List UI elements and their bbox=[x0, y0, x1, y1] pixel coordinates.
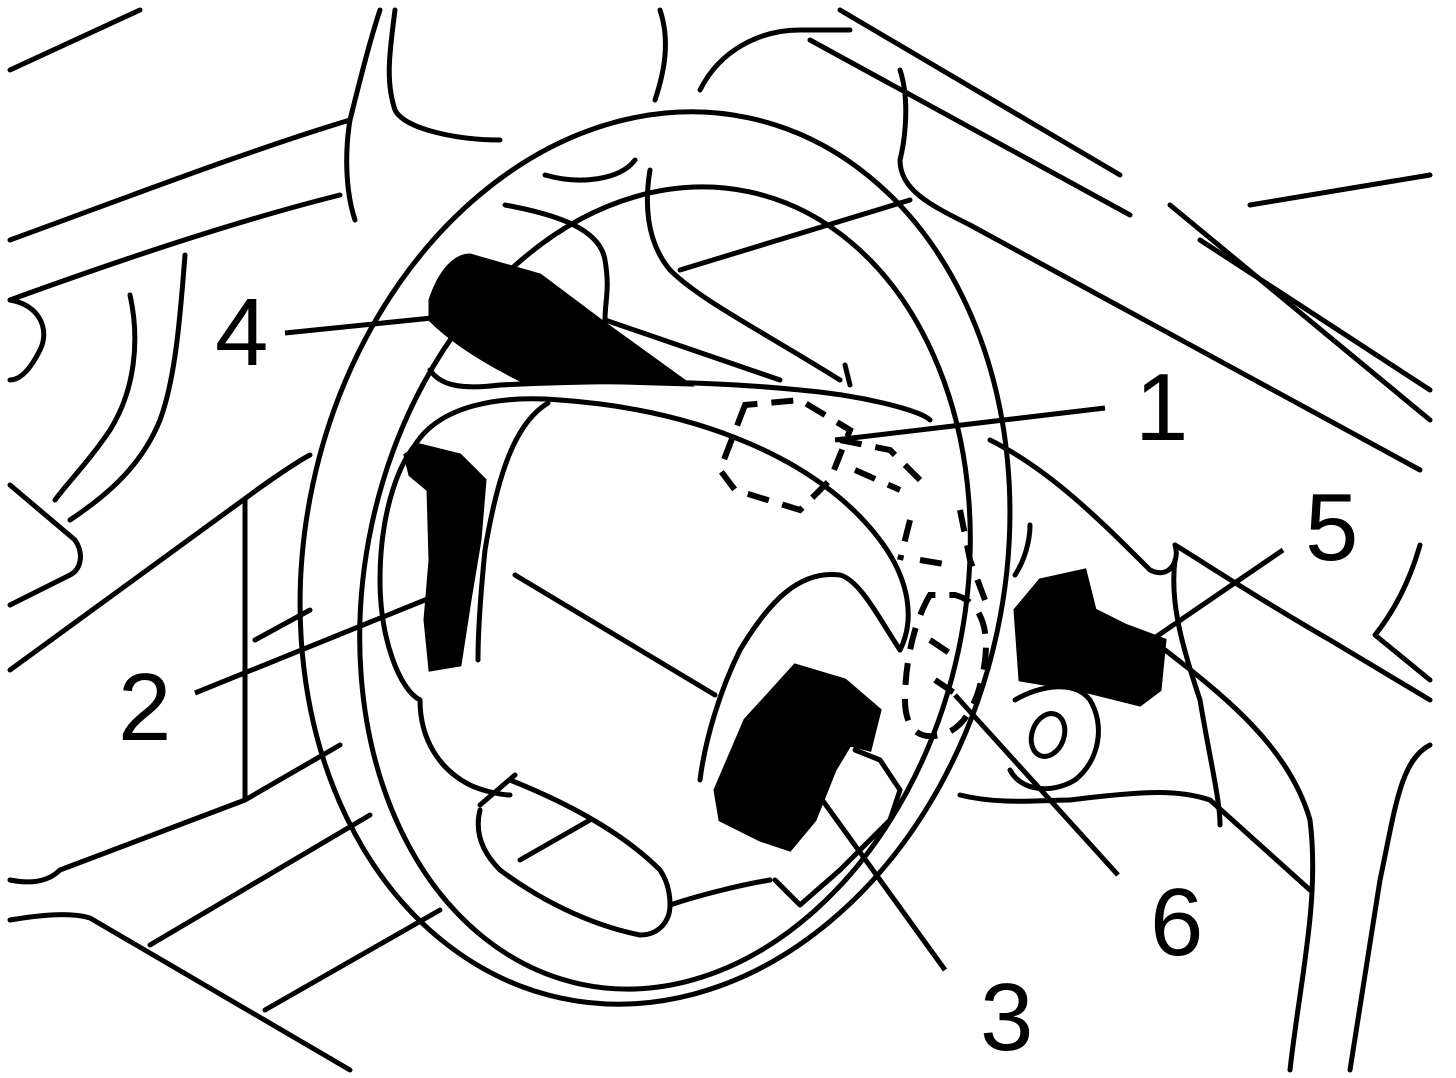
hidden-component-6 bbox=[901, 592, 989, 740]
callout-4: 4 bbox=[215, 279, 268, 386]
hidden-component-1 bbox=[716, 396, 988, 602]
steering-wheel-rim bbox=[297, 109, 1013, 1007]
callout-1: 1 bbox=[1135, 354, 1188, 461]
callout-5: 5 bbox=[1305, 474, 1358, 581]
leader-2 bbox=[194, 582, 463, 696]
component-5-shape bbox=[1013, 568, 1167, 707]
leader-1 bbox=[834, 405, 1106, 443]
leader-5 bbox=[1123, 547, 1285, 661]
leader-lines bbox=[194, 307, 1285, 972]
airbag-pad bbox=[377, 396, 911, 908]
callout-6: 6 bbox=[1150, 869, 1203, 976]
component-3-shape bbox=[713, 663, 882, 852]
callout-2: 2 bbox=[118, 654, 171, 761]
leader-4 bbox=[284, 307, 511, 336]
callout-labels: 1 2 3 4 5 6 bbox=[118, 279, 1358, 1071]
leader-3 bbox=[807, 781, 948, 972]
dashboard-outline bbox=[7, 7, 1433, 683]
callout-3: 3 bbox=[980, 964, 1033, 1071]
component-2-shape bbox=[403, 443, 487, 672]
component-4-shape bbox=[428, 253, 695, 387]
lower-spoke bbox=[475, 747, 903, 938]
leader-6 bbox=[953, 693, 1120, 877]
steering-column bbox=[957, 437, 1433, 1073]
